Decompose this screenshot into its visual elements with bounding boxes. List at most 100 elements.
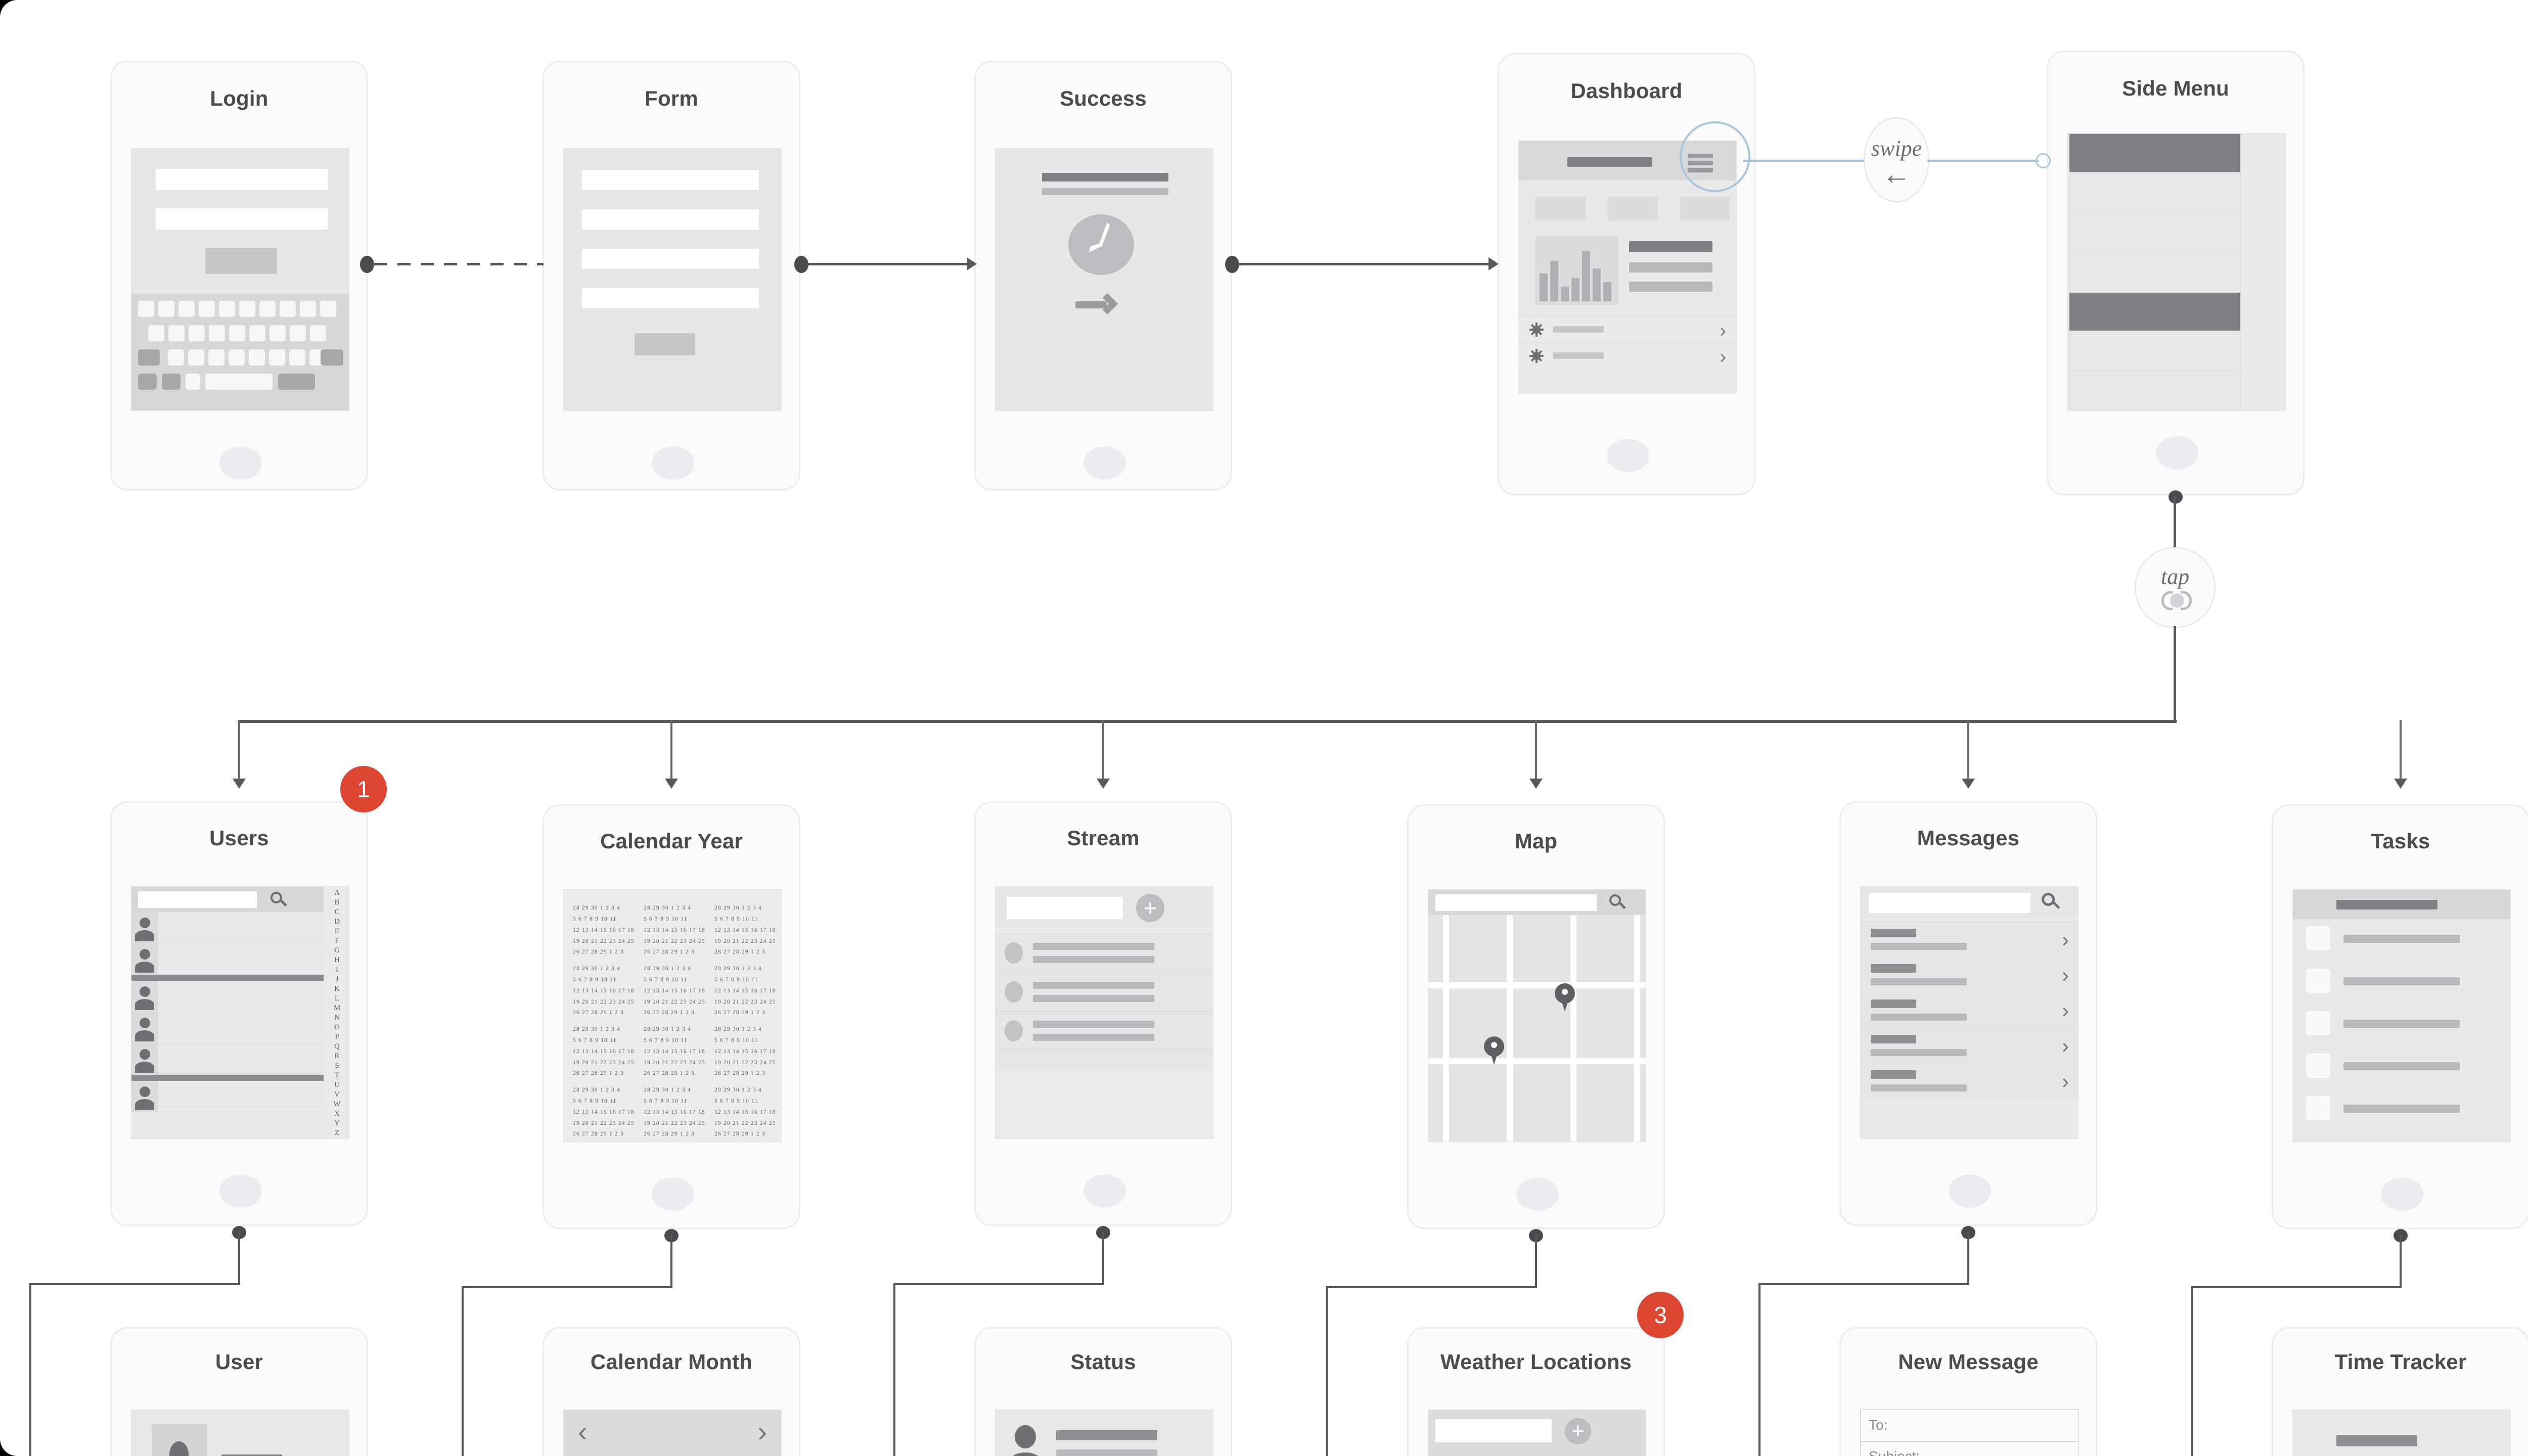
search-input[interactable] [1869,893,2030,913]
home-button[interactable] [652,1177,694,1211]
alphabet-letter[interactable]: E [334,927,340,935]
key[interactable] [208,349,224,366]
home-button[interactable] [1516,1177,1559,1211]
add-post-button[interactable]: + [1136,894,1164,922]
space-key[interactable] [205,374,273,390]
message-list-item[interactable]: › [1861,1063,2078,1098]
alphabet-letter[interactable]: N [334,1014,340,1022]
search-icon[interactable] [2042,893,2061,912]
search-input[interactable] [1435,894,1597,911]
key[interactable] [209,325,225,341]
form-field[interactable] [582,170,759,190]
return-key[interactable] [278,374,315,390]
key[interactable] [148,325,164,341]
key[interactable] [219,301,235,317]
alphabet-letter[interactable]: O [334,1023,340,1031]
user-list-item[interactable] [131,943,324,975]
dashboard-tile[interactable] [1680,197,1730,221]
map-pin-icon[interactable] [1555,983,1575,1012]
side-menu-item[interactable] [2069,173,2241,212]
search-input[interactable] [1435,1419,1552,1442]
alphabet-letter[interactable]: L [334,994,340,1003]
prev-month-button[interactable]: ‹ [578,1416,588,1447]
form-field[interactable] [582,249,759,269]
gesture-tap[interactable]: tap [2135,547,2216,628]
alphabet-letter[interactable]: W [333,1100,341,1108]
alphabet-letter[interactable]: P [335,1033,339,1041]
on-screen-keyboard[interactable] [131,294,349,411]
key[interactable] [138,301,154,317]
key[interactable] [158,301,174,317]
login-submit-button[interactable] [205,248,277,274]
message-list-item[interactable]: › [1861,957,2078,991]
form-field[interactable] [582,288,759,308]
alphabet-letter[interactable]: G [334,946,340,954]
user-list-item[interactable] [131,1081,324,1112]
user-list-item[interactable] [131,1012,324,1043]
password-input[interactable] [156,208,328,230]
form-field[interactable] [582,209,759,230]
home-button[interactable] [219,1174,262,1208]
emoji-key[interactable] [162,374,180,390]
home-button[interactable] [1084,1174,1126,1208]
alphabet-letter[interactable]: Y [334,1119,340,1127]
task-checkbox[interactable] [2306,969,2330,993]
task-checkbox[interactable] [2306,1096,2330,1120]
alphabet-letter[interactable]: M [333,1004,341,1012]
key[interactable] [188,349,204,366]
key[interactable] [249,325,265,341]
alphabet-letter[interactable]: Q [334,1042,340,1051]
key[interactable] [199,301,215,317]
key[interactable] [280,301,296,317]
user-list-item[interactable] [131,981,324,1012]
side-menu-item[interactable] [2069,213,2241,252]
alphabet-letter[interactable]: C [334,908,340,916]
next-arrow-icon[interactable] [1075,301,1107,308]
key[interactable] [269,325,286,341]
key[interactable] [229,349,245,366]
task-checkbox[interactable] [2306,1054,2330,1078]
add-location-button[interactable]: + [1565,1418,1591,1444]
next-month-button[interactable]: › [757,1416,767,1447]
key[interactable] [249,349,265,366]
search-icon[interactable] [1609,894,1627,912]
home-button[interactable] [1084,446,1126,480]
key[interactable] [290,325,306,341]
side-menu-item[interactable] [2069,133,2241,172]
stream-item[interactable] [996,972,1213,1011]
key[interactable] [310,325,326,341]
message-list-item[interactable]: › [1861,992,2078,1027]
dashboard-list-row[interactable]: › [1519,342,1736,368]
alphabet-letter[interactable]: T [334,1071,340,1079]
alphabet-letter[interactable]: R [334,1052,340,1060]
key[interactable] [320,301,336,317]
form-submit-button[interactable] [635,333,695,355]
alphabet-letter[interactable]: J [335,975,339,983]
stream-item[interactable] [996,1011,1213,1050]
message-list-item[interactable]: › [1861,1027,2078,1062]
side-menu-item[interactable] [2069,252,2241,292]
key[interactable] [300,301,316,317]
home-button[interactable] [219,446,262,480]
alphabet-letter[interactable]: S [335,1062,339,1070]
alphabet-letter[interactable]: U [334,1081,340,1089]
username-input[interactable] [156,169,328,190]
dashboard-tile[interactable] [1535,197,1586,221]
stream-input[interactable] [1007,897,1123,919]
home-button[interactable] [2381,1177,2423,1211]
alphabet-letter[interactable]: F [335,937,339,945]
alphabet-letter[interactable]: V [334,1090,340,1099]
key[interactable] [189,325,205,341]
key[interactable] [259,301,276,317]
